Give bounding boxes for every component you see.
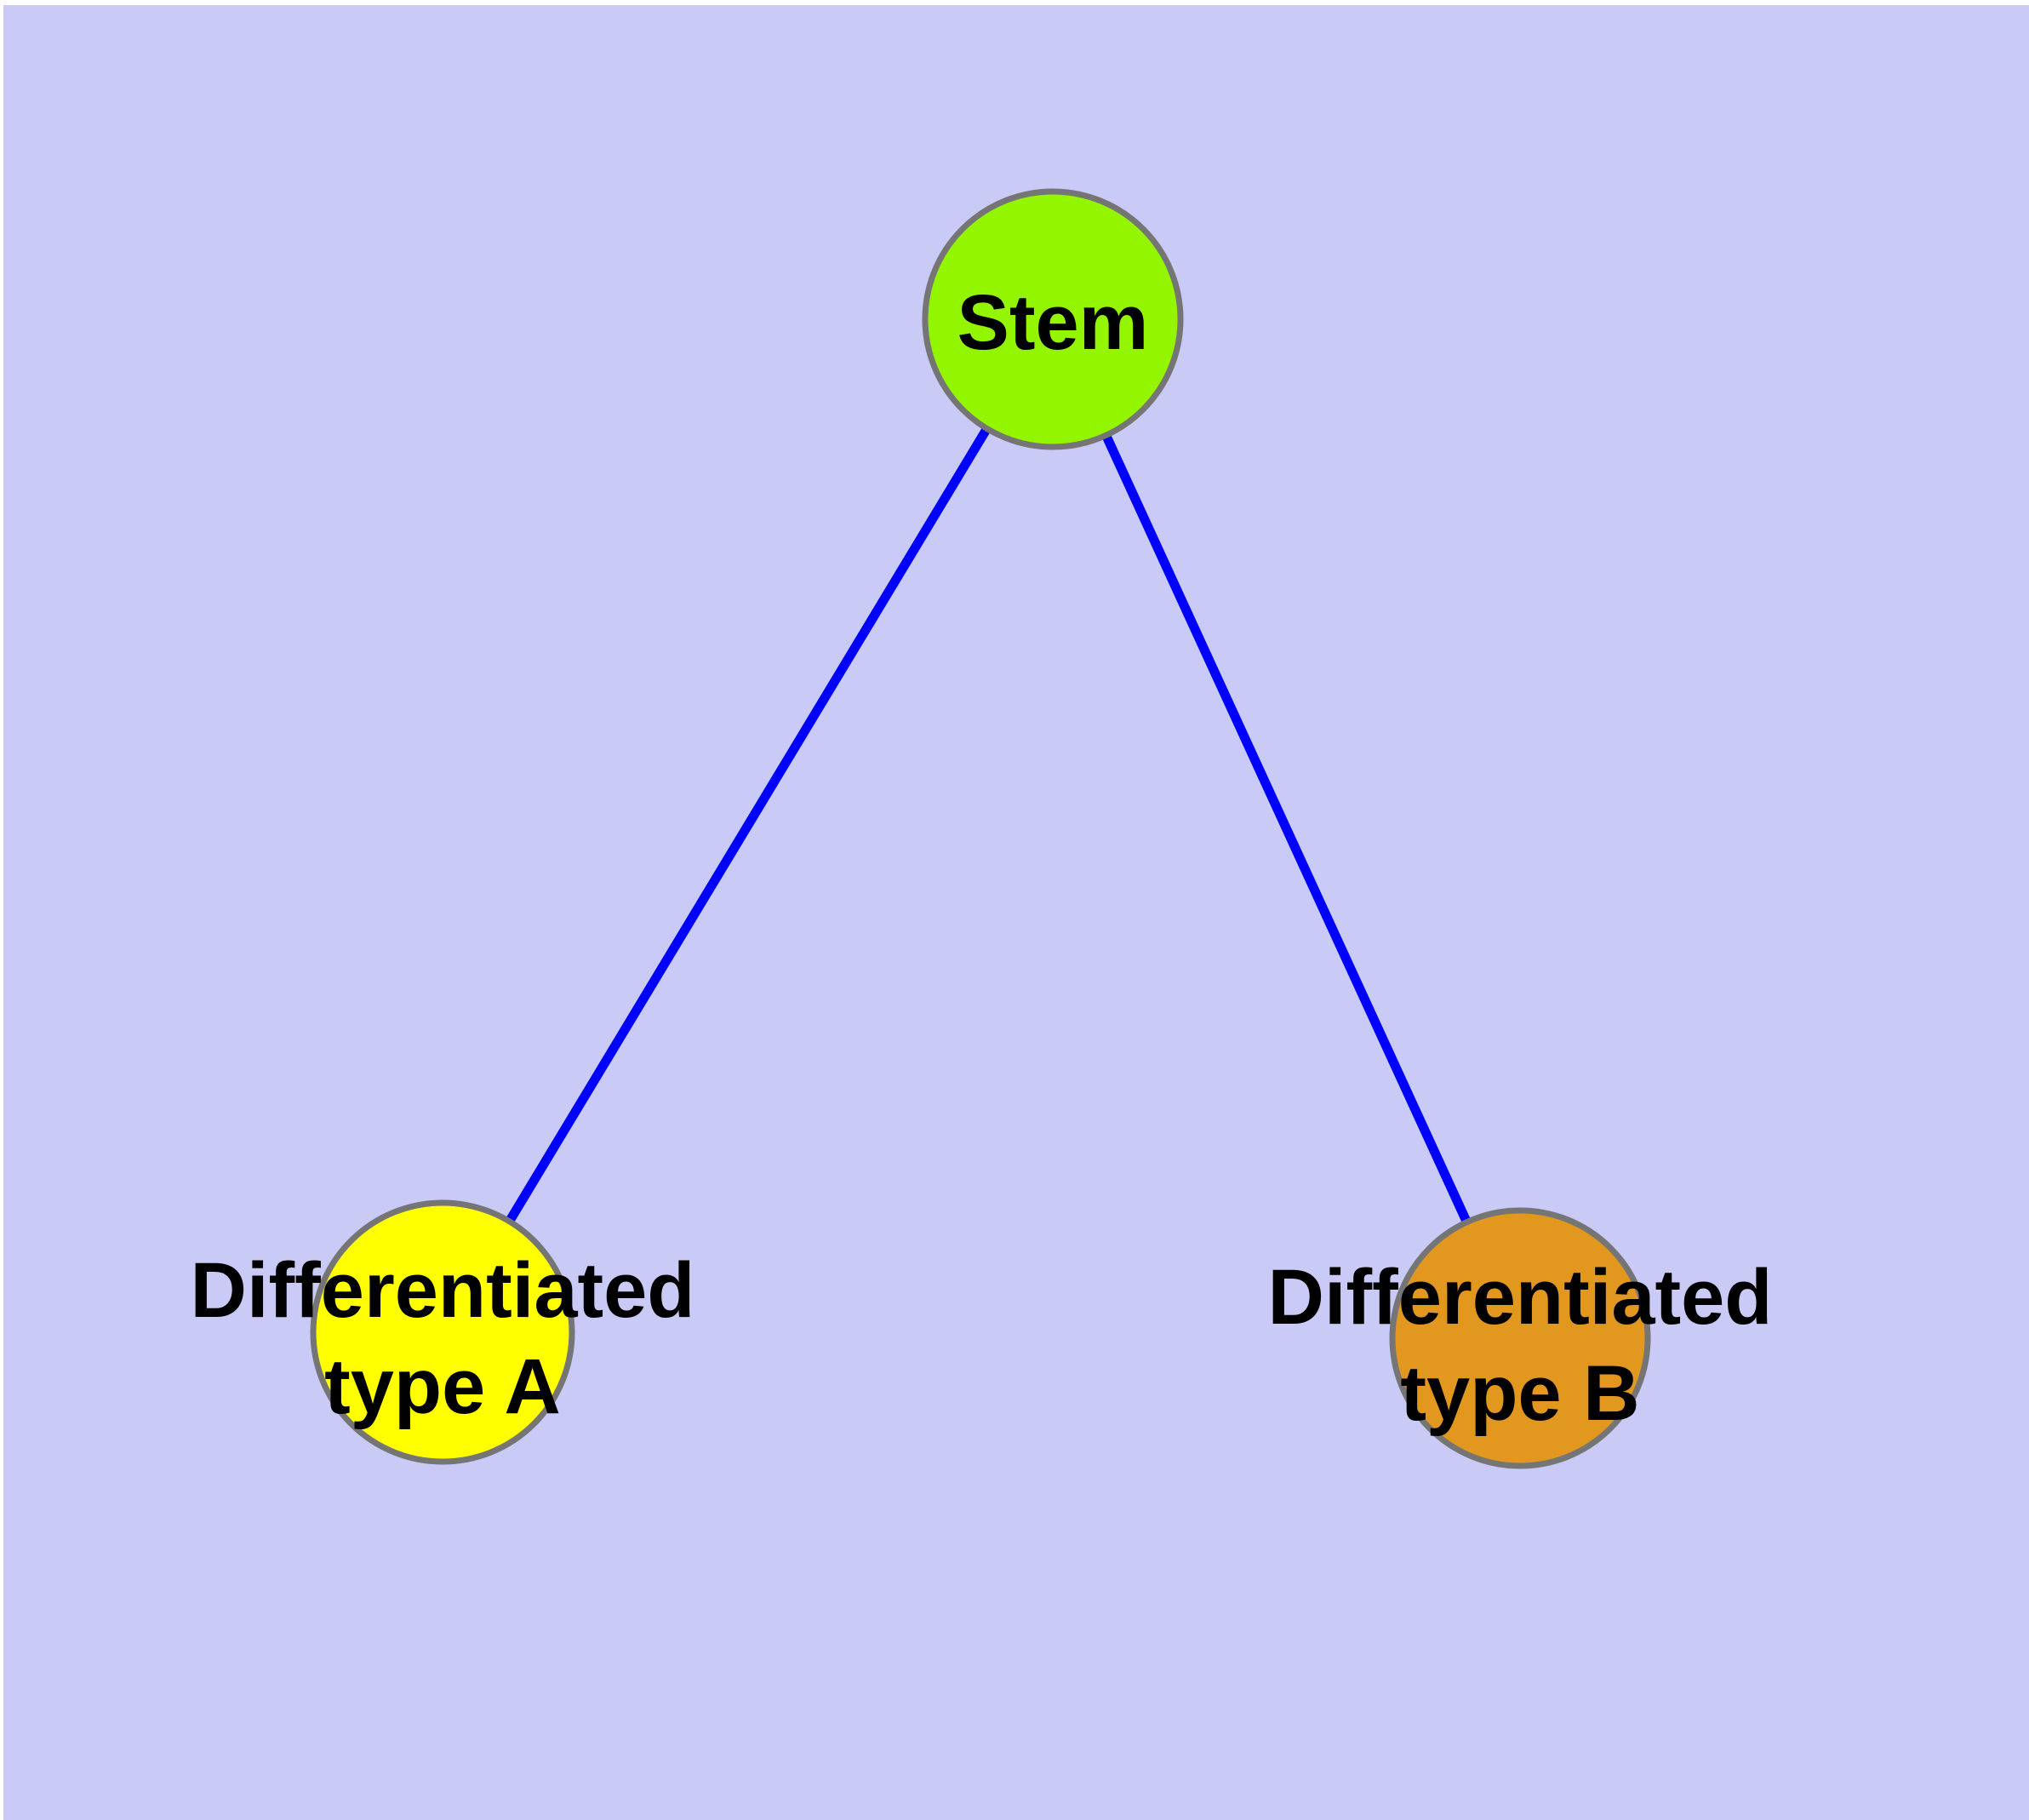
node-type-b-label-line1: Differentiated: [1268, 1254, 1773, 1341]
node-stem-label: Stem: [957, 279, 1149, 366]
node-stem: [922, 188, 1184, 450]
edge-stem-to-type-b: [1049, 317, 1524, 1341]
node-type-a-label-line1: Differentiated: [191, 1247, 695, 1334]
node-type-a-label-line2: type A: [324, 1343, 561, 1430]
node-type-b-label-line2: type B: [1400, 1350, 1639, 1437]
node-differentiated-type-a: [310, 1199, 575, 1465]
node-differentiated-type-b: [1389, 1207, 1651, 1469]
edge-stem-to-type-a: [438, 317, 1057, 1335]
